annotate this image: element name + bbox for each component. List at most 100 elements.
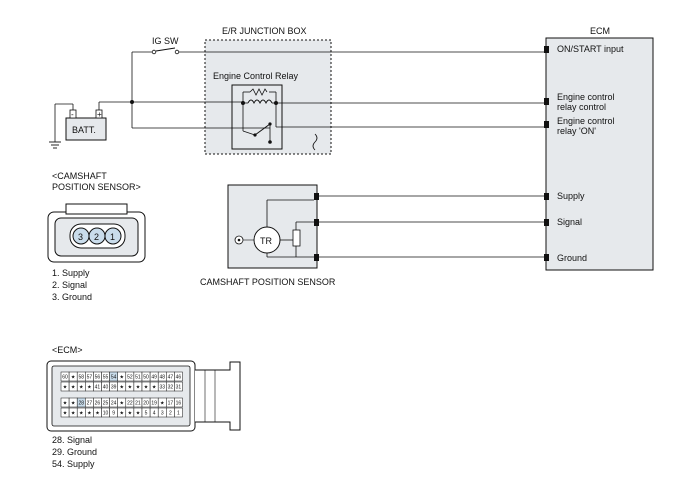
ecm-pin-number: 21 (135, 401, 141, 407)
ecm-pin-number: 55 (103, 375, 109, 381)
ecm-pin-number: 25 (103, 401, 109, 407)
sensor-block-label: CAMSHAFT POSITION SENSOR (200, 277, 336, 287)
connector-title-2: POSITION SENSOR> (52, 182, 141, 192)
ecm-legend-1: 28. Signal (52, 435, 92, 445)
sensor-tr-label: TR (260, 236, 272, 246)
ecm-pin-cell (174, 407, 183, 418)
ecm-pin-number: ★ (120, 411, 125, 417)
relay-body (231, 84, 283, 150)
ecm-pin-number: ★ (160, 401, 165, 407)
ecm-pin-number: 28 (78, 401, 84, 407)
ecm-terminal-on-start (544, 46, 549, 53)
sensor-resistor (292, 229, 301, 247)
jb-ground-symbol (312, 133, 318, 151)
ecm-pin-number: ★ (152, 385, 157, 391)
ecm-pin-relay-on-1: Engine control (557, 116, 615, 126)
ecm-pin-number: 19 (151, 401, 157, 407)
ig-switch (151, 49, 157, 55)
ecm-pin-number: ★ (120, 385, 125, 391)
ecm-pin-number: ★ (79, 411, 84, 417)
ecm-pin-number: 10 (103, 411, 109, 417)
ecm-pin-number: 56 (95, 375, 101, 381)
ecm-pin-number: ★ (136, 411, 141, 417)
ecm-pin-number: 22 (127, 401, 133, 407)
ecm-pin-number: 31 (176, 385, 182, 391)
ig-switch-label: IG SW (152, 36, 179, 46)
ecm-pin-number: 2 (169, 411, 172, 417)
ecm-pin-number: 39 (111, 385, 117, 391)
relay-coil (247, 99, 273, 105)
ecm-terminal-relay-on (544, 121, 549, 128)
ecm-pin-number: ★ (128, 385, 133, 391)
ecm-pin-number: 5 (145, 411, 148, 417)
ecm-block (545, 37, 654, 271)
ecm-pin-number: 1 (177, 411, 180, 417)
ecm-terminal-signal (544, 219, 549, 226)
ecm-pin-number: 17 (168, 401, 174, 407)
ecm-pin-number: 57 (87, 375, 93, 381)
relay-resistor (249, 88, 268, 96)
ecm-pin-ground: Ground (557, 253, 587, 263)
ecm-pin-relay-control-1: Engine control (557, 92, 615, 102)
ecm-pin-number: ★ (128, 411, 133, 417)
ecm-pin-on-start: ON/START input (557, 44, 624, 54)
ecm-pin-supply: Supply (557, 191, 585, 201)
connector-pin-label-2: 2 (94, 232, 99, 242)
ecm-pin-number: 3 (161, 411, 164, 417)
ecm-pin-number: 54 (111, 375, 117, 381)
connector-legend-1: 1. Supply (52, 268, 90, 278)
ecm-pin-number: ★ (71, 401, 76, 407)
junction-box (204, 39, 332, 155)
battery (65, 117, 107, 141)
connector-legend-3: 3. Ground (52, 292, 92, 302)
ecm-pin-number: ★ (120, 401, 125, 407)
ecm-pin-cell (174, 381, 183, 392)
connector-title-1: <CAMSHAFT (52, 171, 107, 181)
connector-legend-2: 2. Signal (52, 280, 87, 290)
ecm-pin-relay-on-2: relay 'ON' (557, 126, 596, 136)
ecm-terminal-relay-control (544, 98, 549, 105)
ecm-pin-number: 52 (127, 375, 133, 381)
ecm-legend-3: 54. Supply (52, 459, 95, 469)
ecm-terminal-ground (544, 254, 549, 261)
ecm-pin-cell (174, 397, 183, 408)
relay-switch-contact (254, 123, 271, 136)
ecm-pin-number: 27 (87, 401, 93, 407)
ecm-pin-number: 48 (159, 375, 165, 381)
battery-label: BATT. (72, 125, 96, 135)
camshaft-sensor-block (227, 184, 318, 269)
ecm-pin-number: ★ (63, 401, 68, 407)
ecm-pin-number: ★ (87, 411, 92, 417)
ecm-pin-number: 24 (111, 401, 117, 407)
ecm-pin-number: ★ (71, 385, 76, 391)
ecm-pin-number: 46 (176, 375, 182, 381)
ecm-pin-number: 50 (143, 375, 149, 381)
ecm-pin-number: ★ (71, 411, 76, 417)
junction-box-title: E/R JUNCTION BOX (222, 26, 307, 36)
svg-text:+: + (97, 110, 102, 119)
ecm-pin-number: 20 (143, 401, 149, 407)
ecm-pin-number: 58 (78, 375, 84, 381)
ecm-connector-latch (195, 361, 241, 431)
svg-text:-: - (71, 110, 74, 119)
ecm-pin-number: ★ (63, 385, 68, 391)
ecm-pin-number: ★ (63, 411, 68, 417)
ecm-pin-number: ★ (136, 385, 141, 391)
ecm-pin-number: 9 (112, 411, 115, 417)
connector-pin-label-3: 3 (78, 232, 83, 242)
ecm-pin-number: ★ (95, 411, 100, 417)
ecm-title: ECM (590, 26, 610, 36)
ecm-pin-number: 32 (168, 385, 174, 391)
ecm-connector-title: <ECM> (52, 345, 83, 355)
relay-title: Engine Control Relay (213, 71, 299, 81)
ecm-pin-number: 33 (159, 385, 165, 391)
ecm-pin-number: ★ (71, 375, 76, 381)
ecm-pin-number: ★ (144, 385, 149, 391)
ecm-terminal-supply (544, 193, 549, 200)
ecm-pin-relay-control-2: relay control (557, 102, 606, 112)
ecm-pin-number: ★ (87, 385, 92, 391)
ecm-pin-number: ★ (79, 385, 84, 391)
